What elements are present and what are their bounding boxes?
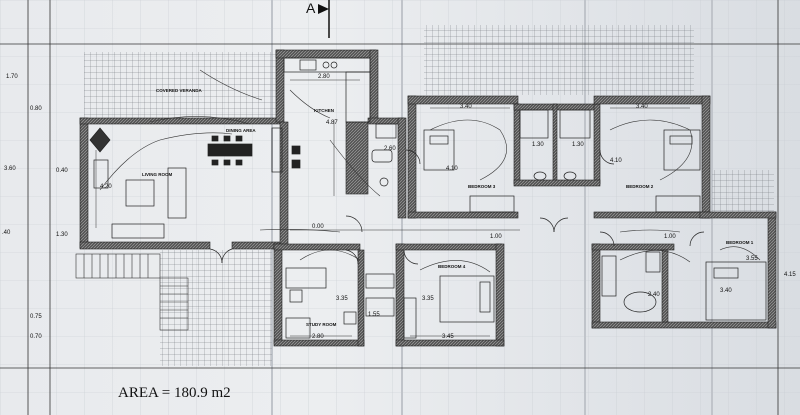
dim-bed1-width: 3.40 bbox=[720, 288, 732, 294]
dim-bed1-depth: 3.55 bbox=[746, 256, 758, 262]
doors bbox=[209, 149, 705, 265]
dim-bed3-depth: 4.10 bbox=[446, 166, 458, 172]
dim-hall-b: 1.00 bbox=[490, 234, 502, 240]
dim-bed4-depth: 3.35 bbox=[422, 296, 434, 302]
dim-left-7: 0.75 bbox=[30, 314, 42, 320]
veranda-tiles bbox=[84, 52, 278, 118]
room-study-room: STUDY ROOM bbox=[306, 322, 337, 327]
dim-study-width: 2.80 bbox=[312, 334, 324, 340]
dim-left-1: 1.70 bbox=[6, 74, 18, 80]
room-bedroom-3: BEDROOM 3 bbox=[468, 184, 496, 189]
room-dining-area: DINING AREA bbox=[226, 128, 256, 133]
walls bbox=[79, 49, 777, 347]
dim-wc-width: 2.60 bbox=[384, 146, 396, 152]
room-living-room: LIVING ROOM bbox=[142, 172, 173, 177]
room-covered-veranda: COVERED VERANDA bbox=[156, 88, 203, 93]
front-terrace-tiles bbox=[160, 250, 272, 366]
furniture bbox=[89, 57, 767, 339]
dim-left-8: 0.70 bbox=[30, 334, 42, 340]
sofa-2 bbox=[111, 223, 165, 239]
side-terrace-tiles bbox=[712, 170, 774, 212]
section-marker-label: A bbox=[306, 0, 316, 16]
room-bedroom-2: BEDROOM 2 bbox=[626, 184, 654, 189]
dim-bath-a: 1.30 bbox=[532, 142, 544, 148]
rear-terrace-tiles bbox=[424, 25, 694, 95]
sofa bbox=[167, 167, 187, 219]
room-kitchen: KITCHEN bbox=[314, 108, 334, 113]
area-label: AREA = 180.9 m2 bbox=[118, 385, 231, 401]
entrance-steps bbox=[75, 253, 189, 331]
dim-bed4-width: 3.45 bbox=[442, 334, 454, 340]
dim-hall-c: 1.00 bbox=[664, 234, 676, 240]
dim-left-6: .40 bbox=[2, 230, 11, 236]
dim-left-2: 0.80 bbox=[30, 106, 42, 112]
dim-bed3-width: 3.40 bbox=[460, 104, 472, 110]
dim-ensuite-width: 2.40 bbox=[648, 292, 660, 298]
dim-bath-b: 1.30 bbox=[572, 142, 584, 148]
section-marker: A bbox=[306, 0, 330, 38]
dim-kitchen-depth: 4.87 bbox=[326, 120, 338, 126]
dim-bed2-width: 3.40 bbox=[636, 104, 648, 110]
dimension-lines bbox=[95, 79, 690, 337]
fireplace bbox=[89, 127, 111, 153]
coffee-table bbox=[125, 179, 155, 207]
dim-left-4: 0.40 bbox=[56, 168, 68, 174]
dim-shower-width: 1.55 bbox=[368, 312, 380, 318]
armchair bbox=[93, 159, 109, 189]
dim-study-depth: 3.35 bbox=[336, 296, 348, 302]
room-bedroom-4: BEDROOM 4 bbox=[438, 264, 466, 269]
dim-kitchen-width: 2.80 bbox=[318, 74, 330, 80]
dim-left-5: 1.30 bbox=[56, 232, 68, 238]
dim-hall-a: 0.00 bbox=[312, 224, 324, 230]
electrical-wiring bbox=[99, 69, 761, 273]
dim-bed2-depth: 4.10 bbox=[610, 158, 622, 164]
dim-living-depth: 4.20 bbox=[100, 184, 112, 190]
dim-right-edge: 4.15 bbox=[784, 272, 796, 278]
dim-left-3: 3.60 bbox=[4, 166, 16, 172]
dining-table bbox=[207, 143, 253, 157]
room-bedroom-1: BEDROOM 1 bbox=[726, 240, 754, 245]
